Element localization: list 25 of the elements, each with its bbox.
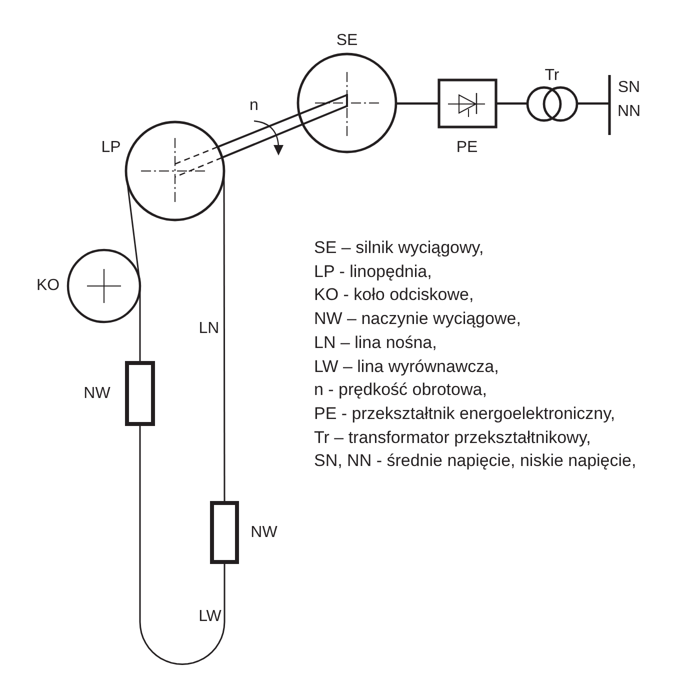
key-entry: KO - koło odciskowe, xyxy=(314,285,474,306)
key-entry: LP - linopędnia, xyxy=(314,262,432,282)
component-label: NW xyxy=(84,385,110,403)
key-entry: PE - przekształtnik energoelektroniczny, xyxy=(314,404,616,424)
key-entry: Tr – transformator przekształtnikowy, xyxy=(314,428,591,448)
cable-line xyxy=(496,102,528,105)
key-entry: SE – silnik wyciągowy, xyxy=(314,238,484,258)
key-entry: SN, NN - średnie napięcie, niskie napięcie, xyxy=(314,451,636,472)
key-entry: NW – naczynie wyciągowe, xyxy=(314,309,521,330)
component-label: LP xyxy=(101,139,121,157)
voltage-label: NN xyxy=(617,103,641,121)
key-entry: LN – lina nośna, xyxy=(314,332,437,353)
component-label: NW xyxy=(250,524,278,542)
component-label: KO xyxy=(36,277,60,295)
speed-label: n xyxy=(250,97,258,115)
cable-line xyxy=(577,102,610,105)
key-entry: n - prędkość obrotowa, xyxy=(314,380,487,400)
component-label: SE xyxy=(336,32,358,50)
voltage-label: SN xyxy=(618,79,640,97)
component-label: PE xyxy=(456,139,478,157)
rope-line xyxy=(139,424,226,666)
cable-line xyxy=(396,102,439,105)
shaft xyxy=(216,113,304,159)
component-label: Tr xyxy=(544,67,560,85)
key-entry: LW – lina wyrównawcza, xyxy=(314,356,499,376)
